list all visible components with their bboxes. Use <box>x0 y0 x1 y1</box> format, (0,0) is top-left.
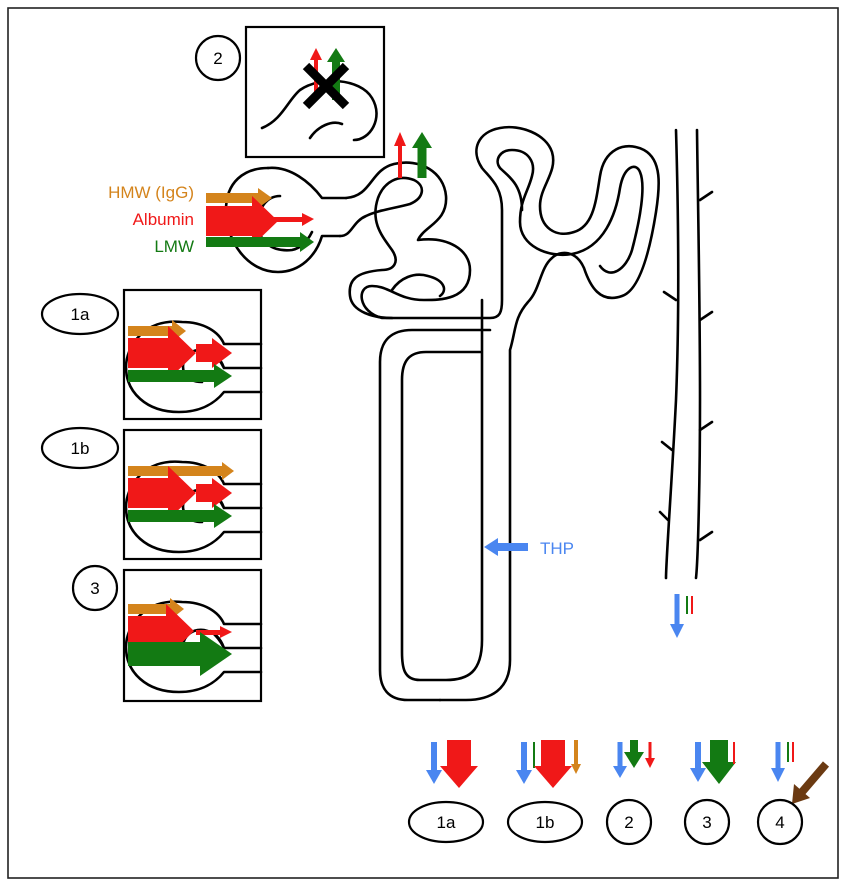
bottom-label-3: 3 <box>683 798 731 846</box>
svg-text:4: 4 <box>775 813 784 832</box>
svg-text:1b: 1b <box>71 439 90 458</box>
svg-text:1a: 1a <box>71 305 90 324</box>
bottom-label-4: 4 <box>756 798 804 846</box>
svg-text:3: 3 <box>90 579 99 598</box>
bottom-label-2: 2 <box>605 798 653 846</box>
svg-text:2: 2 <box>213 49 222 68</box>
main-filtration-arrows <box>206 188 314 252</box>
inset-2 <box>244 25 386 159</box>
urine-1a <box>426 740 478 788</box>
thp-label: THP <box>540 539 574 558</box>
bottom-label-1b: 1b <box>506 800 584 844</box>
nephron-tubule <box>224 125 714 702</box>
legend-lmw: LMW <box>154 237 194 256</box>
thp-indicator: THP <box>484 538 574 558</box>
svg-text:1a: 1a <box>437 813 456 832</box>
inset-3 <box>122 568 263 703</box>
legend-hmw: HMW (IgG) <box>108 183 194 202</box>
reabsorption-arrows <box>394 132 432 178</box>
urine-2 <box>613 740 655 778</box>
outer-frame <box>7 7 839 879</box>
urine-1b <box>516 740 581 788</box>
label-2: 2 <box>194 34 242 82</box>
bottom-label-1a: 1a <box>407 800 485 844</box>
svg-text:2: 2 <box>624 813 633 832</box>
legend-albumin: Albumin <box>133 210 194 229</box>
label-3: 3 <box>71 564 119 612</box>
svg-text:3: 3 <box>702 813 711 832</box>
urine-4 <box>771 742 830 804</box>
urine-3 <box>690 740 736 784</box>
legend: HMW (IgG) Albumin LMW <box>108 183 194 256</box>
svg-text:1b: 1b <box>536 813 555 832</box>
label-1b: 1b <box>40 426 120 470</box>
inset-1b <box>122 428 263 561</box>
duct-outflow-arrows <box>670 594 693 638</box>
inset-1a <box>122 288 263 421</box>
label-1a: 1a <box>40 292 120 336</box>
